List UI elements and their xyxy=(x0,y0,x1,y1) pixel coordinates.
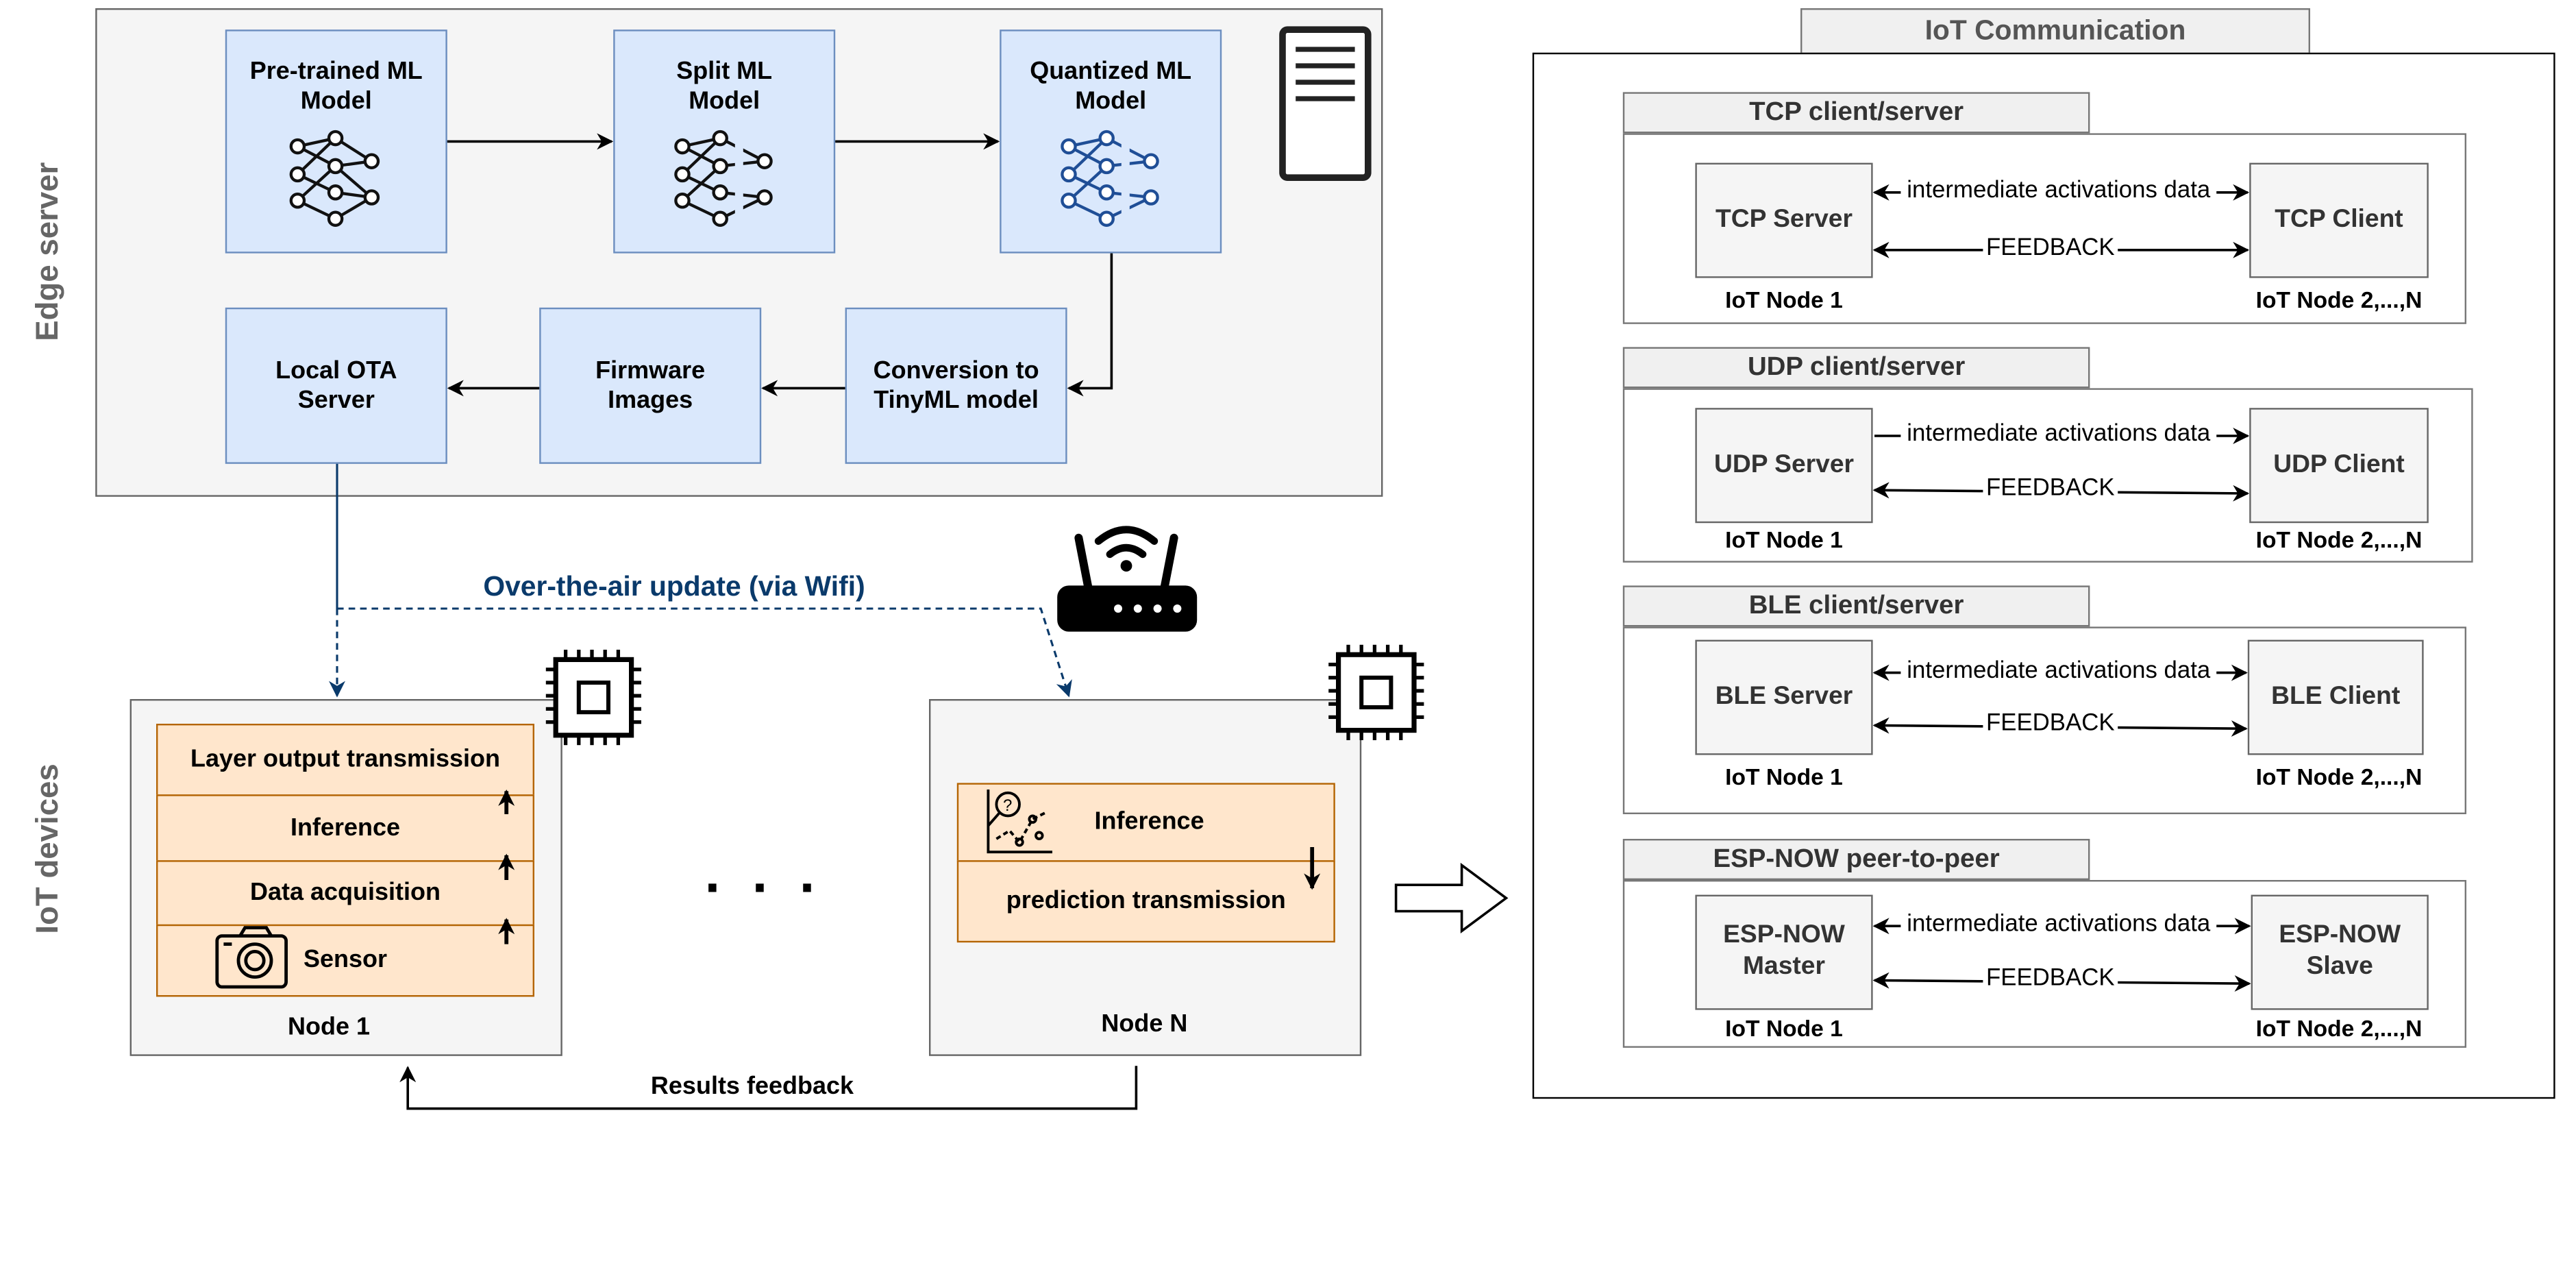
firmware-images-label: Firmware Images xyxy=(595,356,706,414)
comm-feedback-label: FEEDBACK xyxy=(1983,475,2118,505)
pretrained-model-box: Pre-trained ML Model xyxy=(225,29,447,254)
iot-communication-title: IoT Communication xyxy=(1924,14,2186,46)
comm-feedback-label: FEEDBACK xyxy=(1983,235,2118,265)
conversion-label: Conversion to TinyML model xyxy=(873,356,1039,414)
comm-feedback-label-text: FEEDBACK xyxy=(1985,966,2115,992)
firmware-images-box: Firmware Images xyxy=(539,307,762,464)
comm-group-header: BLE client/server xyxy=(1622,585,2090,627)
comm-data-label: intermediate activations data xyxy=(1900,658,2217,688)
comm-node2-label-text: IoT Node 2,...,N xyxy=(2255,1014,2423,1041)
quantized-model-box: Quantized ML Model xyxy=(1000,29,1222,254)
comm-feedback-label-text: FEEDBACK xyxy=(1985,711,2115,737)
comm-data-label-text: intermediate activations data xyxy=(1907,421,2211,448)
comm-left-node-box: UDP Server xyxy=(1695,408,1873,524)
data-acquisition-label: Data acquisition xyxy=(249,878,441,907)
comm-node2-label: IoT Node 2,...,N xyxy=(2212,284,2466,314)
comm-right-node-box: TCP Client xyxy=(2249,162,2429,278)
layer-output-label: Layer output transmission xyxy=(190,745,501,773)
node1-inference: Inference xyxy=(156,794,535,862)
prediction-label: prediction transmission xyxy=(1006,886,1286,915)
ota-update-label: Over-the-air update (via Wifi) xyxy=(483,570,865,602)
comm-group-header-text: BLE client/server xyxy=(1748,591,1964,620)
results-feedback-label: Results feedback xyxy=(650,1072,854,1101)
comm-left-node-box: BLE Server xyxy=(1695,639,1873,755)
comm-group-header-text: TCP client/server xyxy=(1749,98,1964,127)
comm-data-label: intermediate activations data xyxy=(1900,421,2217,451)
comm-left-node-box: TCP Server xyxy=(1695,162,1873,278)
comm-data-label: intermediate activations data xyxy=(1900,178,2217,208)
comm-node1-label-text: IoT Node 1 xyxy=(1725,1014,1843,1041)
nodeN-label: Node N xyxy=(1101,1010,1188,1038)
comm-feedback-label: FEEDBACK xyxy=(1983,710,2118,740)
quantized-model-label: Quantized ML Model xyxy=(1030,58,1192,115)
comm-right-node-box: ESP-NOW Slave xyxy=(2251,894,2429,1010)
sensor-label: Sensor xyxy=(303,946,388,974)
node1-label: Node 1 xyxy=(287,1013,370,1042)
comm-node1-label-text: IoT Node 1 xyxy=(1725,285,1843,313)
comm-feedback-label: FEEDBACK xyxy=(1983,965,2118,995)
comm-node2-label: IoT Node 2,...,N xyxy=(2212,525,2466,554)
nodeN-inference-label: Inference xyxy=(1094,807,1204,836)
node1-layer-output: Layer output transmission xyxy=(156,724,535,796)
comm-data-label-text: intermediate activations data xyxy=(1907,658,2211,685)
comm-node1-label: IoT Node 1 xyxy=(1677,525,1891,554)
comm-feedback-label-text: FEEDBACK xyxy=(1985,476,2115,502)
node1-sensor: Sensor xyxy=(156,924,535,997)
comm-feedback-label-text: FEEDBACK xyxy=(1985,235,2115,262)
comm-right-node-box-text: TCP Client xyxy=(2275,205,2403,234)
comm-left-node-box-text: UDP Server xyxy=(1713,450,1854,478)
comm-right-node-box-text: BLE Client xyxy=(2271,682,2401,711)
comm-left-node-box-text: TCP Server xyxy=(1716,205,1853,234)
edge-server-label: Edge server xyxy=(31,162,66,341)
iot-devices-label: IoT devices xyxy=(31,763,66,934)
comm-left-node-box-text: ESP-NOW Master xyxy=(1723,921,1845,981)
comm-right-node-box-text: ESP-NOW Slave xyxy=(2279,921,2401,981)
ota-server-box: Local OTA Server xyxy=(225,307,447,464)
node1-data-acquisition: Data acquisition xyxy=(156,860,535,927)
comm-node1-label: IoT Node 1 xyxy=(1677,284,1891,314)
split-model-label: Split ML Model xyxy=(676,58,773,115)
comm-left-node-box-text: BLE Server xyxy=(1715,682,1853,711)
comm-node2-label: IoT Node 2,...,N xyxy=(2212,761,2466,791)
ota-server-label: Local OTA Server xyxy=(275,356,397,414)
comm-right-node-box: BLE Client xyxy=(2247,639,2424,755)
comm-group-header-text: ESP-NOW peer-to-peer xyxy=(1713,845,2000,874)
comm-right-node-box: UDP Client xyxy=(2249,408,2429,524)
ellipsis: · · · xyxy=(704,856,825,919)
comm-node1-label-text: IoT Node 1 xyxy=(1725,526,1843,552)
comm-group-header: ESP-NOW peer-to-peer xyxy=(1622,839,2090,880)
comm-group-header: UDP client/server xyxy=(1622,347,2090,389)
split-model-box: Split ML Model xyxy=(613,29,836,254)
conversion-box: Conversion to TinyML model xyxy=(845,307,1067,464)
comm-node2-label: IoT Node 2,...,N xyxy=(2212,1013,2466,1042)
pretrained-model-label: Pre-trained ML Model xyxy=(249,58,423,115)
comm-node2-label-text: IoT Node 2,...,N xyxy=(2255,762,2423,790)
comm-group-header-text: UDP client/server xyxy=(1747,353,1966,382)
comm-data-label: intermediate activations data xyxy=(1900,911,2217,941)
comm-right-node-box-text: UDP Client xyxy=(2273,450,2405,478)
iot-communication-title-tab: IoT Communication xyxy=(1800,8,2311,55)
comm-data-label-text: intermediate activations data xyxy=(1907,912,2211,938)
nodeN-inference: Inference xyxy=(956,783,1335,862)
comm-node1-label-text: IoT Node 1 xyxy=(1725,762,1843,790)
comm-group-header: TCP client/server xyxy=(1622,92,2090,134)
comm-data-label-text: intermediate activations data xyxy=(1907,178,2211,205)
comm-node2-label-text: IoT Node 2,...,N xyxy=(2255,526,2423,552)
node1-inference-label: Inference xyxy=(290,813,401,842)
comm-node2-label-text: IoT Node 2,...,N xyxy=(2255,285,2423,313)
comm-node1-label: IoT Node 1 xyxy=(1677,761,1891,791)
nodeN-prediction: prediction transmission xyxy=(956,860,1335,943)
comm-left-node-box: ESP-NOW Master xyxy=(1695,894,1873,1010)
comm-node1-label: IoT Node 1 xyxy=(1677,1013,1891,1042)
